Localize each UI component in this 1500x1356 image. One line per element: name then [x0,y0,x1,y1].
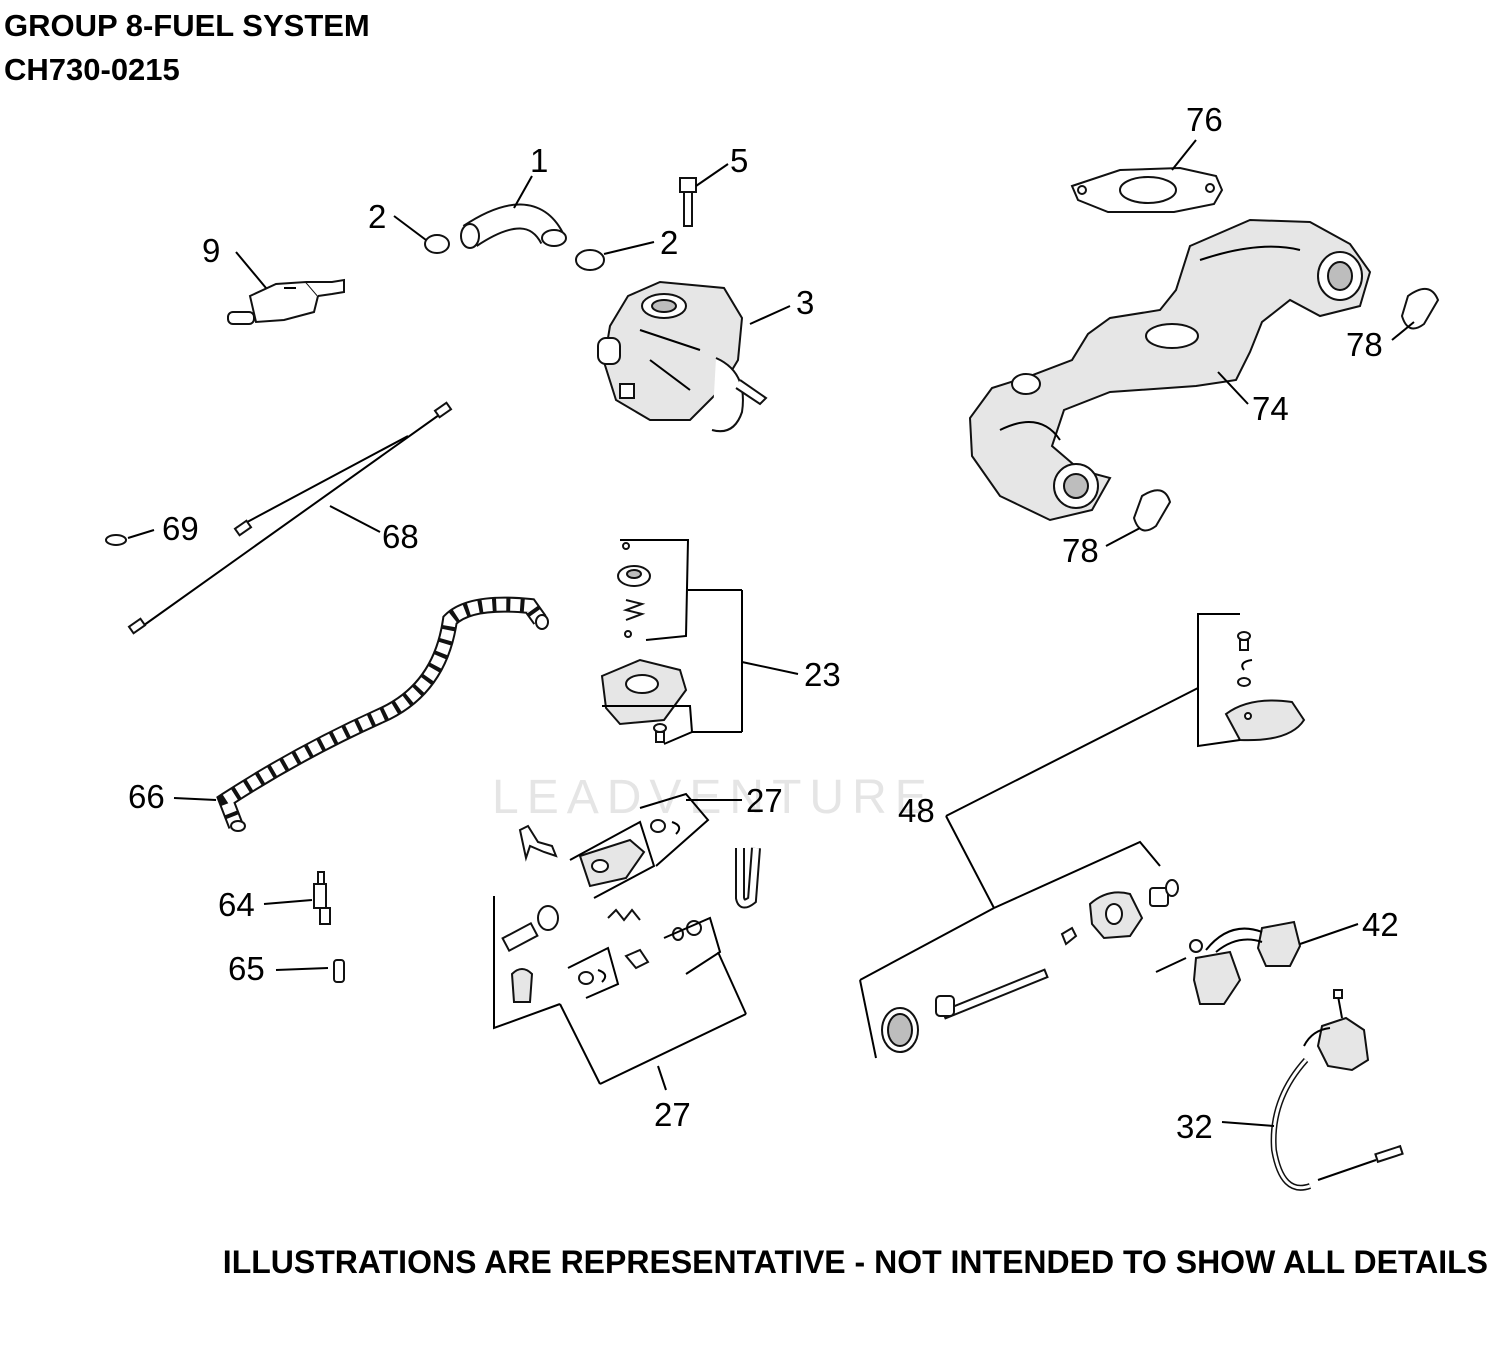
callout-42: 42 [1299,906,1399,945]
svg-text:48: 48 [898,792,935,829]
part-65-tube[interactable] [333,959,345,983]
watermark-text: LEADVENTURE [492,771,935,824]
svg-text:68: 68 [382,518,419,555]
group-title: GROUP 8-FUEL SYSTEM [4,8,370,43]
svg-text:32: 32 [1176,1108,1213,1145]
part-66-fuel-line[interactable] [216,596,549,832]
svg-text:69: 69 [162,510,199,547]
part-27-kit-top[interactable] [518,819,761,909]
part-78-o-ring[interactable] [1132,288,1440,532]
callout-65: 65 [228,950,329,987]
callout-66: 66 [128,778,217,815]
part-32-oil-sentry-switch[interactable] [1270,989,1404,1191]
callout-74: 74 [1217,371,1289,427]
callout-32: 32 [1176,1108,1275,1145]
callout-64: 64 [218,886,313,923]
callout-69: 69 [127,510,199,547]
callout-48: 48 [898,792,935,829]
svg-text:9: 9 [202,232,220,269]
part-42-fuel-solenoid[interactable] [1155,920,1302,1005]
svg-text:42: 42 [1362,906,1399,943]
part-68-ground-lead[interactable] [127,401,453,635]
part-27-kit-bottom[interactable] [501,905,702,1003]
part-5-screw[interactable] [679,177,697,227]
svg-text:27: 27 [654,1096,691,1133]
bracket-23 [602,539,799,745]
part-64-fitting[interactable] [313,871,331,925]
part-76-gasket[interactable] [1070,166,1224,213]
page-header: GROUP 8-FUEL SYSTEM CH730-0215 [4,4,370,92]
svg-text:27: 27 [746,782,783,819]
callout-2-left: 2 [368,198,427,241]
bracket-48 [859,613,1241,1059]
bracket-27 [493,792,747,1091]
svg-text:65: 65 [228,950,265,987]
callout-76: 76 [1171,101,1223,171]
callout-2-right: 2 [603,224,678,261]
callout-9: 9 [202,232,267,289]
svg-text:64: 64 [218,886,255,923]
part-74-intake-manifold[interactable] [968,218,1372,522]
svg-text:2: 2 [368,198,386,235]
part-69-lock-washer[interactable] [105,534,127,546]
svg-text:78: 78 [1346,326,1383,363]
part-2-hose-clamp[interactable] [424,234,605,271]
part-3-carburetor[interactable] [597,280,768,433]
svg-text:1: 1 [530,142,548,179]
disclaimer-text: ILLUSTRATIONS ARE REPRESENTATIVE - NOT I… [222,1244,1488,1280]
callout-27-bottom: 27 [654,1096,691,1133]
svg-text:74: 74 [1252,390,1289,427]
model-number: CH730-0215 [4,52,180,87]
svg-text:78: 78 [1062,532,1099,569]
svg-text:66: 66 [128,778,165,815]
svg-text:76: 76 [1186,101,1223,138]
callout-68: 68 [329,505,419,555]
callout-1: 1 [513,142,548,209]
part-23-repair-kit[interactable] [600,542,688,743]
svg-text:5: 5 [730,142,748,179]
callout-3: 3 [749,284,814,325]
callout-27-top: 27 [746,782,783,819]
svg-text:23: 23 [804,656,841,693]
callout-78-bottom: 78 [1062,527,1141,569]
part-1-fuel-hose[interactable] [460,203,567,249]
callout-78-top: 78 [1346,321,1415,363]
part-9-fuel-filter[interactable] [227,278,345,325]
callout-23: 23 [804,656,841,693]
svg-text:2: 2 [660,224,678,261]
callout-5: 5 [695,142,748,187]
part-48-choke-kit[interactable] [881,631,1306,1053]
svg-text:3: 3 [796,284,814,321]
